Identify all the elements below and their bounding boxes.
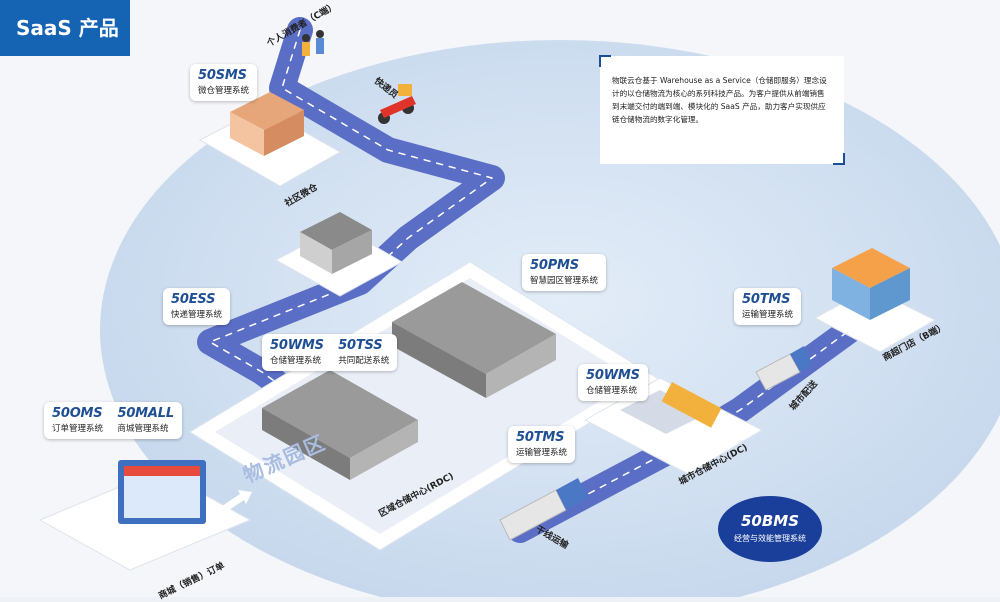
system-desc: 快递管理系统: [171, 310, 223, 320]
callout-pms[interactable]: 50PMS 智慧园区管理系统: [522, 254, 607, 291]
bms-circle[interactable]: 50BMS 经营与效能管理系统: [718, 496, 822, 562]
consumer-figures: [302, 30, 324, 56]
system-desc: 微仓管理系统: [198, 86, 250, 96]
corner-decoration: [833, 153, 845, 165]
callout-wms-tss[interactable]: 50WMS 仓储管理系统 50TSS 共同配送系统: [262, 334, 398, 371]
ecommerce-computer: [38, 460, 252, 571]
callout-tms-trunk[interactable]: 50TMS 运输管理系统: [508, 426, 576, 463]
system-code: 50TMS: [742, 292, 791, 307]
system-code: 50BMS: [740, 512, 800, 530]
intro-card: 物联云仓基于 Warehouse as a Service（仓储即服务）理念设计…: [599, 55, 845, 165]
courier-scooter: [378, 84, 416, 124]
corner-decoration: [599, 55, 611, 67]
system-code: 50WMS: [270, 338, 324, 353]
system-code: 50ESS: [171, 292, 216, 307]
system-desc: 智慧园区管理系统: [530, 276, 599, 286]
saas-badge: SaaS 产品: [0, 0, 130, 56]
system-code: 50PMS: [530, 258, 579, 273]
system-code: 50SMS: [198, 68, 247, 83]
system-code: 50WMS: [586, 368, 640, 383]
system-desc: 运输管理系统: [516, 448, 568, 458]
rdc-warehouse-1: [262, 370, 418, 480]
system-desc: 运输管理系统: [742, 310, 794, 320]
system-code: 50TSS: [338, 338, 383, 353]
system-desc: 商城管理系统: [117, 424, 169, 434]
rdc-warehouse-2: [392, 282, 556, 398]
callout-ess[interactable]: 50ESS 快递管理系统: [163, 288, 231, 325]
store-building: [813, 248, 937, 353]
system-code: 50MALL: [117, 406, 174, 421]
system-code: 50OMS: [52, 406, 103, 421]
trunk-truck: [499, 478, 588, 541]
callout-oms-mall[interactable]: 50OMS 订单管理系统 50MALL 商城管理系统: [44, 402, 182, 439]
community-warehouse: [198, 92, 342, 187]
intro-text: 物联云仓基于 Warehouse as a Service（仓储即服务）理念设计…: [612, 76, 827, 124]
shed-building: [274, 212, 404, 297]
system-desc: 共同配送系统: [338, 356, 390, 366]
dc-building: [583, 377, 764, 475]
flow-arrow: [222, 490, 252, 512]
system-desc: 经营与效能管理系统: [734, 534, 806, 543]
callout-wms-dc[interactable]: 50WMS 仓储管理系统: [578, 364, 648, 401]
system-code: 50TMS: [516, 430, 565, 445]
system-desc: 仓储管理系统: [586, 386, 638, 396]
callout-sms[interactable]: 50SMS 微仓管理系统: [190, 64, 258, 101]
callout-tms-city[interactable]: 50TMS 运输管理系统: [734, 288, 802, 325]
system-desc: 订单管理系统: [52, 424, 104, 434]
system-desc: 仓储管理系统: [270, 356, 322, 366]
city-truck: [755, 346, 812, 391]
